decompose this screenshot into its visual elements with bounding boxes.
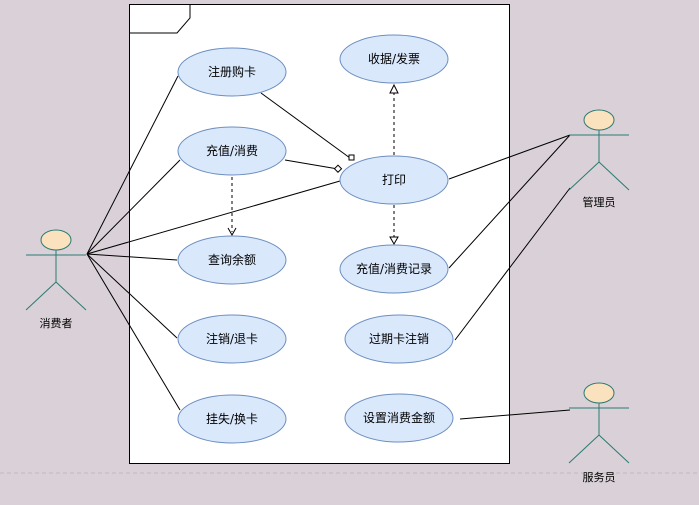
assoc-admin-expired [454,187,571,341]
use-case-register[interactable]: 注册购卡 [177,47,287,97]
use-case-label: 注册购卡 [208,64,256,79]
dependencies [231,90,395,240]
actor-consumer[interactable] [25,229,87,311]
system-boundary-tab [129,4,191,34]
actor-head [583,382,615,404]
actor-staff-label: 服务员 [583,471,616,484]
assoc-admin-records [448,134,571,269]
use-case-print[interactable]: 打印 [339,155,449,205]
assoc-register-print [260,92,351,159]
actor-consumer-label: 消费者 [40,316,73,330]
assoc-consumer-recharge [86,159,181,255]
actor-head [40,229,72,251]
use-case-label: 充值/消费 [206,143,258,158]
actor-leg-right [598,434,630,464]
assoc-recharge-print [284,159,339,170]
arrowhead-receipt [389,83,399,94]
use-case-label: 挂失/换卡 [206,411,258,426]
actor-leg-right [598,161,630,191]
use-case-recharge[interactable]: 充值/消费 [177,126,287,176]
assoc-staff-setamount [459,409,571,420]
arrowhead-records [389,236,399,246]
actor-leg-left [568,161,600,191]
actor-staff[interactable] [568,382,630,464]
use-case-label: 查询余额 [208,252,256,267]
use-case-setamount[interactable]: 设置消费金额 [344,393,454,443]
actor-leg-right [55,281,87,311]
use-case-label: 收据/发票 [368,51,420,66]
assoc-admin-print [448,134,571,180]
use-case-label: 过期卡注销 [369,331,429,346]
aggregation-marker [333,164,343,173]
use-case-receipt[interactable]: 收据/发票 [339,34,449,84]
assoc-consumer-cancel [86,253,178,339]
assoc-consumer-lost [86,253,181,411]
actor-leg-left [568,434,600,464]
actor-head [583,109,615,131]
use-case-label: 设置消费金额 [363,410,435,425]
associations [86,75,571,420]
use-case-records[interactable]: 充值/消费记录 [339,244,449,294]
use-case-expired[interactable]: 过期卡注销 [344,314,454,364]
use-case-query[interactable]: 查询余额 [177,235,287,285]
use-case-lost[interactable]: 挂失/换卡 [177,394,287,444]
assoc-consumer-print [86,180,341,255]
use-case-label: 充值/消费记录 [356,261,432,276]
arrowhead-query [227,227,237,237]
actor-admin[interactable] [568,109,630,191]
assoc-consumer-query [86,253,178,261]
use-cases: 注册购卡 充值/消费 查询余额 注销/退卡 挂失/换卡 收据/发票 打印 充值 [177,34,454,444]
use-case-label: 注销/退卡 [206,331,258,346]
use-case-cancel[interactable]: 注销/退卡 [177,314,287,364]
actor-leg-left [25,281,57,311]
use-case-label: 打印 [382,173,406,187]
actor-admin-label: 管理员 [583,195,616,209]
aggregation-marker [348,154,355,161]
assoc-consumer-register [86,75,179,255]
